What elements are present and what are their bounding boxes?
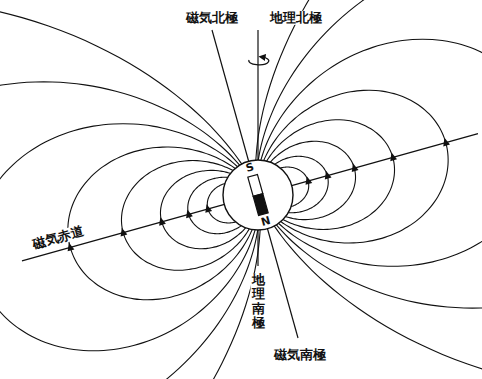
field-line <box>0 0 334 379</box>
field-arrowhead <box>388 152 397 162</box>
rotation-arrow <box>249 57 269 65</box>
field-arrowhead <box>441 137 450 147</box>
field-line <box>220 0 482 363</box>
field-arrowhead <box>157 216 166 226</box>
pole-letter: N <box>259 215 273 230</box>
field-arrowhead <box>350 162 359 172</box>
field-arrowhead <box>65 242 74 252</box>
field-arrowhead <box>118 227 127 237</box>
field-line <box>182 0 482 379</box>
field-line <box>240 10 482 300</box>
field-arrowhead <box>203 203 212 213</box>
bar-magnet <box>248 174 268 215</box>
pole-letter: S <box>244 161 257 175</box>
earth-globe <box>223 160 293 230</box>
label-text: 磁気北極 <box>185 11 239 25</box>
label-text: 地理南極 <box>251 273 266 330</box>
magnetic-axis <box>212 30 298 338</box>
label-text: 磁気南極 <box>273 348 327 362</box>
field-arrowhead <box>303 175 312 185</box>
field-arrowhead <box>184 209 193 219</box>
label-text: 地理北極 <box>269 11 323 25</box>
label-text: 磁気赤道 <box>30 224 86 252</box>
field-arrowhead <box>323 170 332 180</box>
field-line <box>0 27 296 379</box>
magnetic-equator-line <box>22 134 478 261</box>
field-line <box>252 70 466 263</box>
